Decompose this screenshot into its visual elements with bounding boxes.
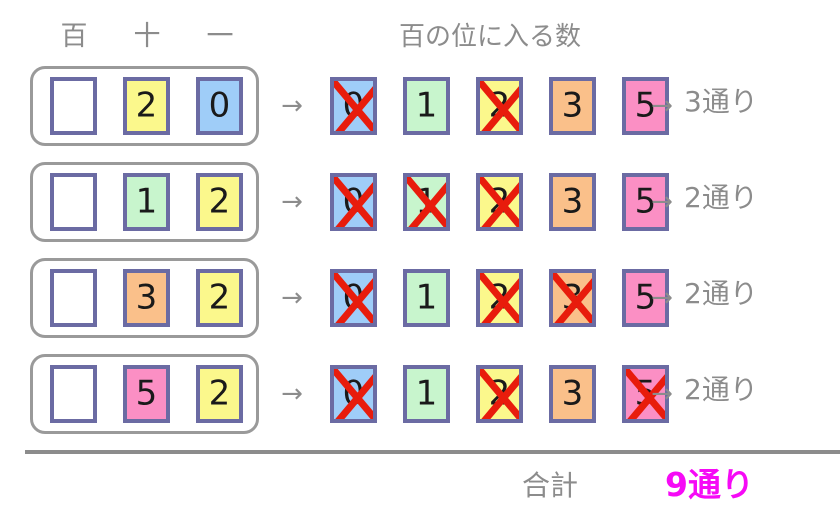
digit-glyph: 1 [415,373,438,414]
row-result: 3通り [684,85,758,118]
digit-glyph: 2 [208,181,231,222]
place-cell-blank[interactable] [50,173,97,231]
candidate-cell-1[interactable]: 1 [403,173,450,231]
candidate-cell-1[interactable]: 1 [403,365,450,423]
digit-glyph: 3 [561,373,584,414]
place-cell-3[interactable]: 3 [123,269,170,327]
candidate-cell-0[interactable]: 0 [330,77,377,135]
candidate-cell-3[interactable]: 3 [549,365,596,423]
arrow-icon: → [651,187,673,217]
arrow-icon: → [281,91,303,121]
candidate-cell-5[interactable]: 5 [622,269,669,327]
candidate-cell-2[interactable]: 2 [476,77,523,135]
digit-glyph: 5 [634,277,657,318]
place-cell-blank[interactable] [50,269,97,327]
digit-glyph: 2 [488,85,511,126]
digit-glyph: 5 [135,373,158,414]
digit-glyph: 2 [488,373,511,414]
place-cell-0[interactable]: 0 [196,77,243,135]
candidate-cell-1[interactable]: 1 [403,269,450,327]
digit-glyph: 0 [342,181,365,222]
digit-glyph: 2 [135,85,158,126]
place-cell-blank[interactable] [50,365,97,423]
candidate-cell-2[interactable]: 2 [476,173,523,231]
total-label: 合計 [521,469,578,502]
candidate-cell-3[interactable]: 3 [549,173,596,231]
candidate-cell-5[interactable]: 5 [622,77,669,135]
place-cell-blank[interactable] [50,77,97,135]
candidates-section-title: 百の位に入る数 [398,22,581,52]
digit-glyph: 5 [634,181,657,222]
candidate-cell-2[interactable]: 2 [476,365,523,423]
place-cell-5[interactable]: 5 [123,365,170,423]
footer-divider [25,450,840,454]
candidate-cell-3[interactable]: 3 [549,269,596,327]
digit-glyph: 1 [415,277,438,318]
digit-glyph: 1 [135,181,158,222]
digit-glyph: 2 [488,277,511,318]
candidate-cell-3[interactable]: 3 [549,77,596,135]
column-header-ones: 一 [206,21,234,52]
row-result: 2通り [684,181,758,214]
digit-glyph: 0 [342,373,365,414]
digit-glyph: 3 [561,277,584,318]
candidate-cell-5[interactable]: 5 [622,173,669,231]
candidate-cell-2[interactable]: 2 [476,269,523,327]
candidate-cell-0[interactable]: 0 [330,269,377,327]
place-cell-2[interactable]: 2 [196,269,243,327]
column-header-hundreds: 百 [60,21,88,52]
place-cell-2[interactable]: 2 [196,365,243,423]
digit-glyph: 0 [342,277,365,318]
arrow-icon: → [281,187,303,217]
place-cell-1[interactable]: 1 [123,173,170,231]
arrow-icon: → [651,283,673,313]
total-value: 9通り [665,465,754,504]
row-result: 2通り [684,277,758,310]
arrow-icon: → [651,91,673,121]
digit-glyph: 5 [634,85,657,126]
digit-glyph: 1 [415,181,438,222]
row-result: 2通り [684,373,758,406]
candidate-cell-1[interactable]: 1 [403,77,450,135]
digit-glyph: 3 [561,85,584,126]
digit-glyph: 2 [488,181,511,222]
place-cell-2[interactable]: 2 [196,173,243,231]
column-header-tens: 十 [133,21,161,52]
digit-glyph: 1 [415,85,438,126]
digit-glyph: 0 [342,85,365,126]
arrow-icon: → [651,379,673,409]
arrow-icon: → [281,379,303,409]
candidate-cell-0[interactable]: 0 [330,365,377,423]
digit-glyph: 3 [135,277,158,318]
place-cell-2[interactable]: 2 [123,77,170,135]
digit-glyph: 0 [208,85,231,126]
digit-glyph: 3 [561,181,584,222]
digit-glyph: 2 [208,277,231,318]
digit-glyph: 2 [208,373,231,414]
candidate-cell-0[interactable]: 0 [330,173,377,231]
arrow-icon: → [281,283,303,313]
